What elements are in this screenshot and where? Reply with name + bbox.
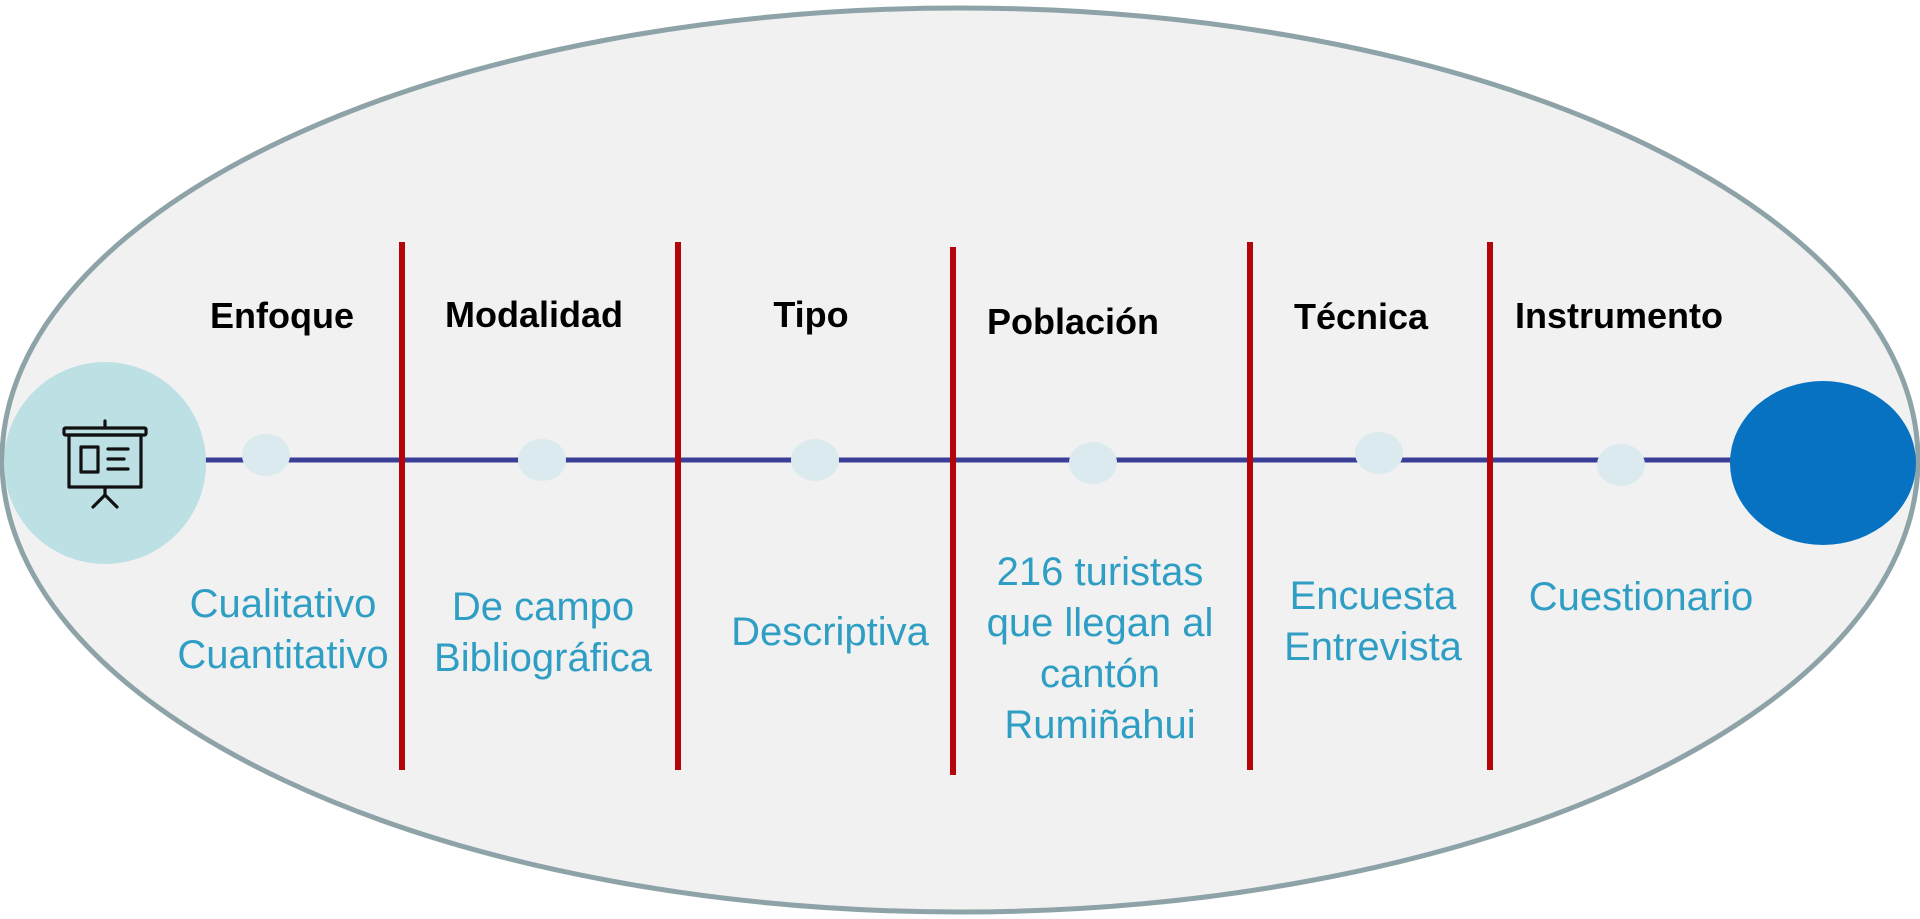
timeline-node [791, 439, 839, 481]
stage-heading: Tipo [773, 294, 849, 335]
stage-value-line: Cuantitativo [177, 633, 389, 677]
stage-heading: Técnica [1293, 296, 1429, 337]
stage-heading: Población [986, 301, 1160, 342]
timeline-node [1597, 444, 1645, 486]
timeline-node [518, 439, 566, 481]
stage-value-line: 216 turistas [996, 550, 1204, 594]
stage-value-line: De campo [451, 585, 635, 629]
presentation-board-icon [62, 419, 148, 509]
timeline-node [1355, 432, 1403, 474]
start-circle [4, 362, 206, 564]
stage-value-line: Entrevista [1284, 625, 1462, 669]
stage-value-line: Descriptiva [731, 610, 929, 654]
stage-value-line: cantón [1039, 652, 1161, 696]
stage-heading: Enfoque [210, 295, 354, 336]
stage-value: Cuestionario [1529, 572, 1754, 623]
stage-value-line: Cualitativo [189, 582, 377, 626]
stage-value-line: Cuestionario [1528, 575, 1754, 619]
stage-heading: Instrumento [1514, 295, 1724, 336]
end-circle [1730, 381, 1916, 545]
stage-value-line: Rumiñahui [1004, 703, 1196, 747]
timeline-node-group [242, 432, 1645, 486]
stage-value: Descriptiva [731, 607, 929, 658]
stage-value-line: Bibliográfica [434, 636, 652, 680]
divider-group [399, 242, 1493, 775]
timeline-node [1069, 442, 1117, 484]
stage-value-line: que llegan al [986, 601, 1214, 645]
stage-heading: Modalidad [445, 294, 623, 335]
stage-value-line: Encuesta [1289, 574, 1457, 618]
timeline-node [242, 434, 290, 476]
